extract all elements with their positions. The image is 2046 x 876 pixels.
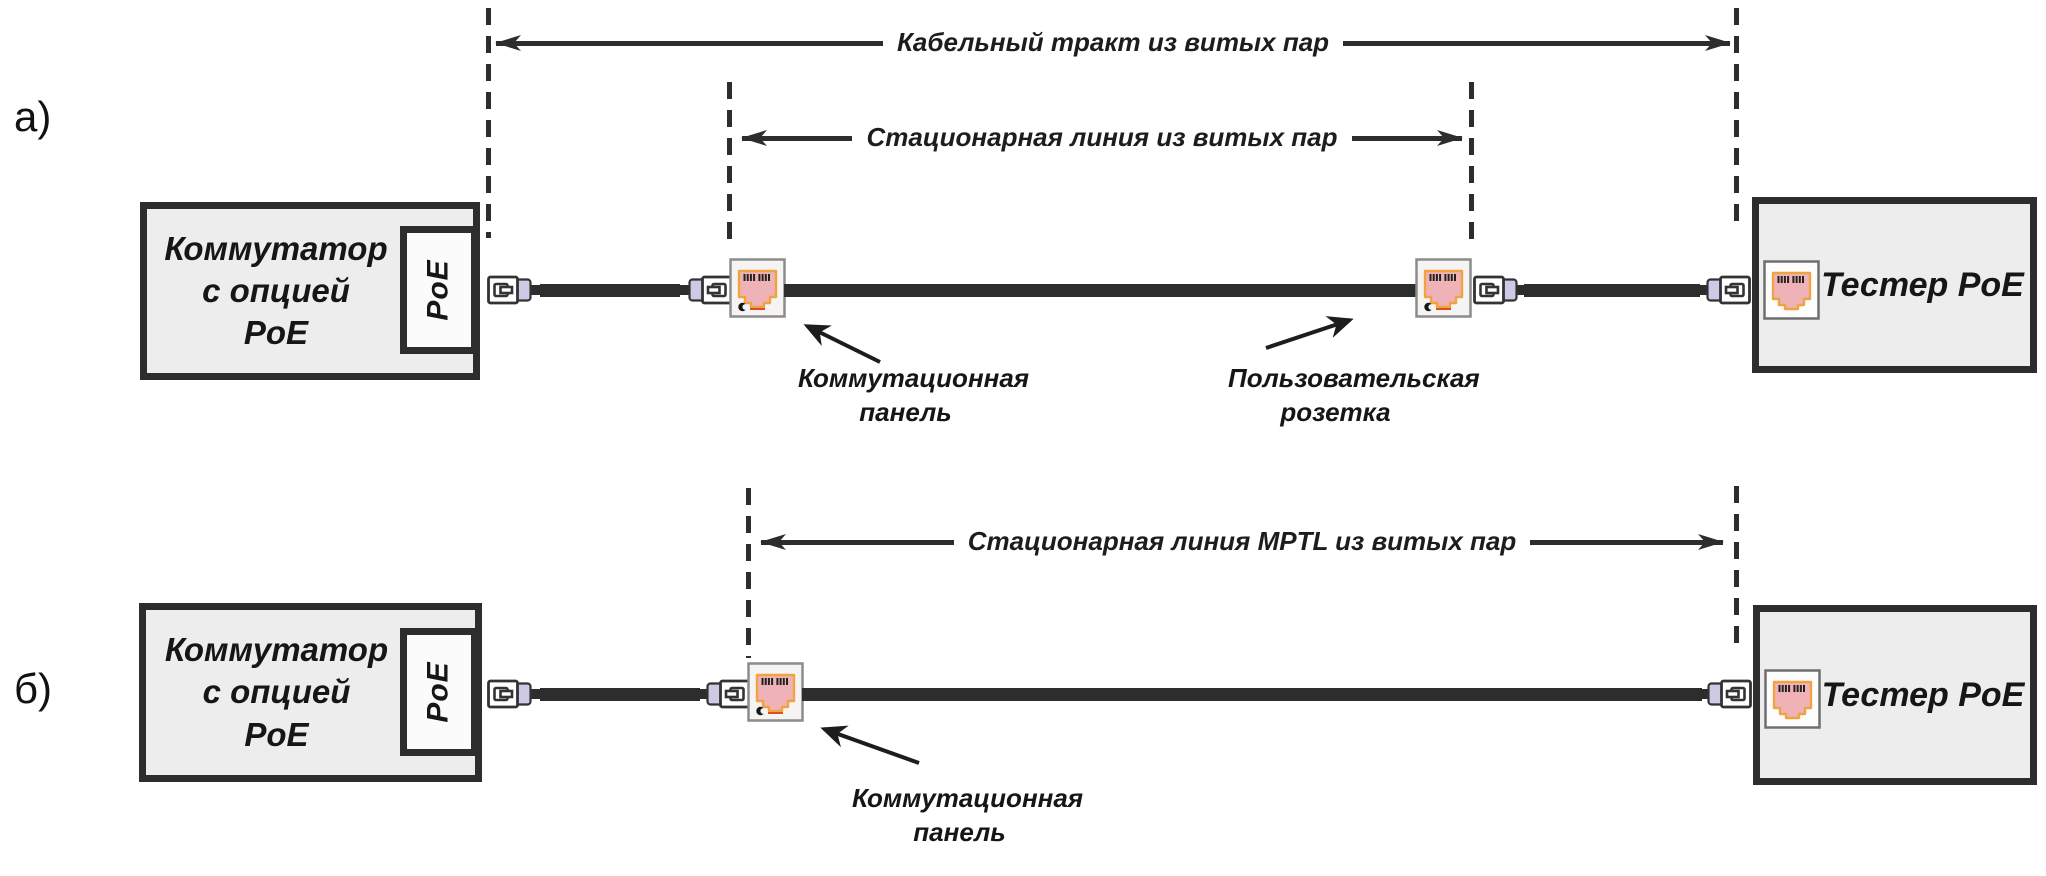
mptl-span: Стационарная линия MPTL из витых пар xyxy=(760,524,1725,560)
switch-poe-port-b-label: PoE xyxy=(421,661,455,723)
fixed-cable xyxy=(784,284,1416,297)
channel-span-left-line xyxy=(495,35,883,51)
arrowhead-left-icon xyxy=(495,35,521,51)
user-outlet-callout-label: Пользовательская розетка xyxy=(1228,363,1480,427)
rj45-plug-icon xyxy=(676,275,733,305)
mptl-cable xyxy=(802,688,1702,701)
arrowhead-right-icon xyxy=(1705,35,1731,51)
permanent-link-right-line xyxy=(1351,130,1463,146)
arrowhead-right-icon xyxy=(1698,534,1725,550)
mptl-span-label: Стационарная линия MPTL из витых пар xyxy=(967,526,1517,556)
channel-span: Кабельный тракт из витых пар xyxy=(495,25,1731,61)
tester-box-b-label: Тестер PoE xyxy=(1821,675,2025,714)
diagram-a-index: а) xyxy=(14,93,52,140)
mptl-boundary-right xyxy=(1734,486,1739,652)
patch-panel-callout-label: Коммутационная панель xyxy=(798,363,1030,427)
arrowhead-right-icon xyxy=(1437,130,1463,146)
channel-boundary-right xyxy=(1734,8,1739,232)
patch-cord-cable xyxy=(540,284,680,297)
tester-jack-icon xyxy=(1764,669,1821,729)
mptl-boundary-left xyxy=(746,488,751,658)
mptl-span-left-line xyxy=(760,534,954,550)
patch-panel-callout-arrow xyxy=(803,324,881,364)
patch-cord-cable xyxy=(1524,284,1700,297)
user-outlet-callout-arrow xyxy=(1265,316,1354,350)
permanent-link-left-line xyxy=(741,130,853,146)
patch-panel-jack-icon xyxy=(729,258,786,318)
switch-poe-port-a: PoE xyxy=(400,226,478,354)
rj45-plug-icon xyxy=(1694,275,1751,305)
tester-box-a: Тестер PoE xyxy=(1752,197,2037,373)
rj45-plug-icon xyxy=(487,679,544,709)
rj45-plug-icon xyxy=(694,679,751,709)
permanent-link-boundary-right xyxy=(1469,82,1474,250)
permanent-link-span: Стационарная линия из витых пар xyxy=(741,120,1463,156)
rj45-plug-icon xyxy=(1473,275,1530,305)
channel-span-right-line xyxy=(1343,35,1731,51)
mptl-span-right-line xyxy=(1530,534,1725,550)
switch-poe-port-a-label: PoE xyxy=(421,259,455,321)
patch-cord-cable xyxy=(540,688,700,701)
switch-box-a-label: Коммутатор с опцией PoE xyxy=(164,229,388,352)
diagram-b-index: б) xyxy=(14,665,53,712)
tester-box-b: Тестер PoE xyxy=(1753,605,2037,785)
channel-span-label: Кабельный тракт из витых пар xyxy=(896,27,1330,57)
tester-box-a-label: Тестер PoE xyxy=(1821,265,2024,304)
arrowhead-left-icon xyxy=(760,534,786,550)
channel-boundary-left xyxy=(486,8,491,238)
patch-panel-callout-label: Коммутационная панель xyxy=(852,783,1084,847)
arrowhead-left-icon xyxy=(741,130,767,146)
user-outlet-jack-icon xyxy=(1415,258,1472,318)
permanent-link-span-label: Стационарная линия из витых пар xyxy=(866,122,1338,152)
switch-box-b-label: Коммутатор с опцией PoE xyxy=(164,631,389,753)
patch-panel-jack-icon xyxy=(747,662,804,722)
rj45-plug-icon xyxy=(487,275,544,305)
tester-jack-icon xyxy=(1763,260,1820,320)
rj45-plug-icon xyxy=(1695,679,1752,709)
patch-panel-callout-arrow xyxy=(820,725,920,765)
permanent-link-boundary-left xyxy=(727,82,732,250)
switch-poe-port-b: PoE xyxy=(400,628,478,756)
